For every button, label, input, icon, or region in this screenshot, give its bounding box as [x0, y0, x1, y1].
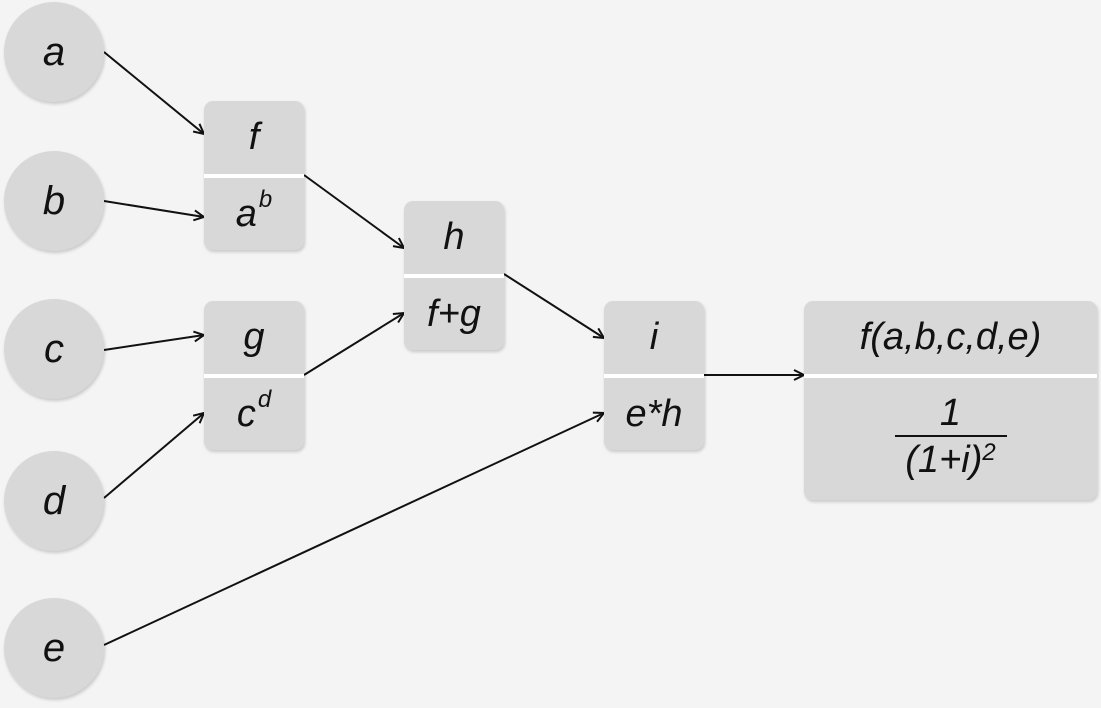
edge-a-f	[103, 51, 204, 134]
op-node-f-divider	[204, 174, 304, 178]
input-label-e: e	[42, 625, 66, 670]
op-node-i: i e*h	[604, 301, 704, 450]
output-fraction-denominator: (1+i)2	[905, 439, 995, 486]
op-node-h-name-text: h	[443, 216, 465, 258]
edge-d-g	[103, 413, 204, 499]
output-node-name: f(a,b,c,d,e)	[804, 301, 1097, 374]
edge-c-g	[103, 335, 204, 351]
output-node-expr: 1 (1+i)2	[804, 378, 1097, 500]
edge-b-f	[103, 200, 204, 217]
input-label-b: b	[42, 178, 66, 223]
input-node-d: d	[4, 451, 104, 551]
op-node-g-divider	[204, 374, 304, 378]
op-node-i-expr: e*h	[604, 378, 704, 450]
output-fraction-denominator-base: (1+i)	[905, 438, 983, 481]
output-fraction: 1 (1+i)2	[894, 391, 1007, 486]
op-node-h-name: h	[404, 201, 504, 274]
op-node-g-base: c	[236, 392, 256, 435]
output-fraction-bar	[894, 434, 1007, 437]
output-node: f(a,b,c,d,e) 1 (1+i)2	[804, 301, 1097, 500]
op-node-g-exp: d	[257, 386, 272, 413]
op-node-f-base: a	[235, 192, 257, 235]
op-node-i-name: i	[604, 301, 704, 374]
edge-e-i	[103, 413, 604, 646]
op-node-g-name: g	[204, 301, 304, 374]
op-node-i-name-text: i	[649, 316, 659, 358]
output-node-divider	[804, 374, 1097, 378]
op-node-h: h f+g	[404, 201, 504, 350]
op-node-g-name-text: g	[243, 316, 265, 358]
op-node-h-divider	[404, 274, 504, 278]
op-node-i-expr-text: e*h	[625, 392, 683, 435]
op-node-i-divider	[604, 374, 704, 378]
input-label-c: c	[44, 326, 64, 371]
input-label-d: d	[42, 478, 66, 523]
op-node-f-exp: b	[258, 186, 273, 213]
input-node-c: c	[4, 299, 104, 399]
op-node-f-name-text: f	[248, 116, 260, 158]
op-node-h-expr: f+g	[404, 278, 504, 350]
edge-h-i	[503, 273, 604, 338]
input-node-b: b	[4, 151, 104, 251]
input-node-a: a	[4, 2, 104, 102]
op-node-f-name: f	[204, 101, 304, 174]
output-fraction-numerator: 1	[939, 391, 962, 434]
op-node-h-expr-text: f+g	[427, 292, 481, 335]
input-node-e: e	[4, 598, 104, 698]
output-node-name-text: f(a,b,c,d,e)	[859, 316, 1042, 358]
edge-f-h	[303, 174, 404, 248]
output-fraction-denominator-exp: 2	[982, 438, 996, 466]
input-label-a: a	[42, 29, 66, 74]
edge-g-h	[303, 313, 404, 376]
